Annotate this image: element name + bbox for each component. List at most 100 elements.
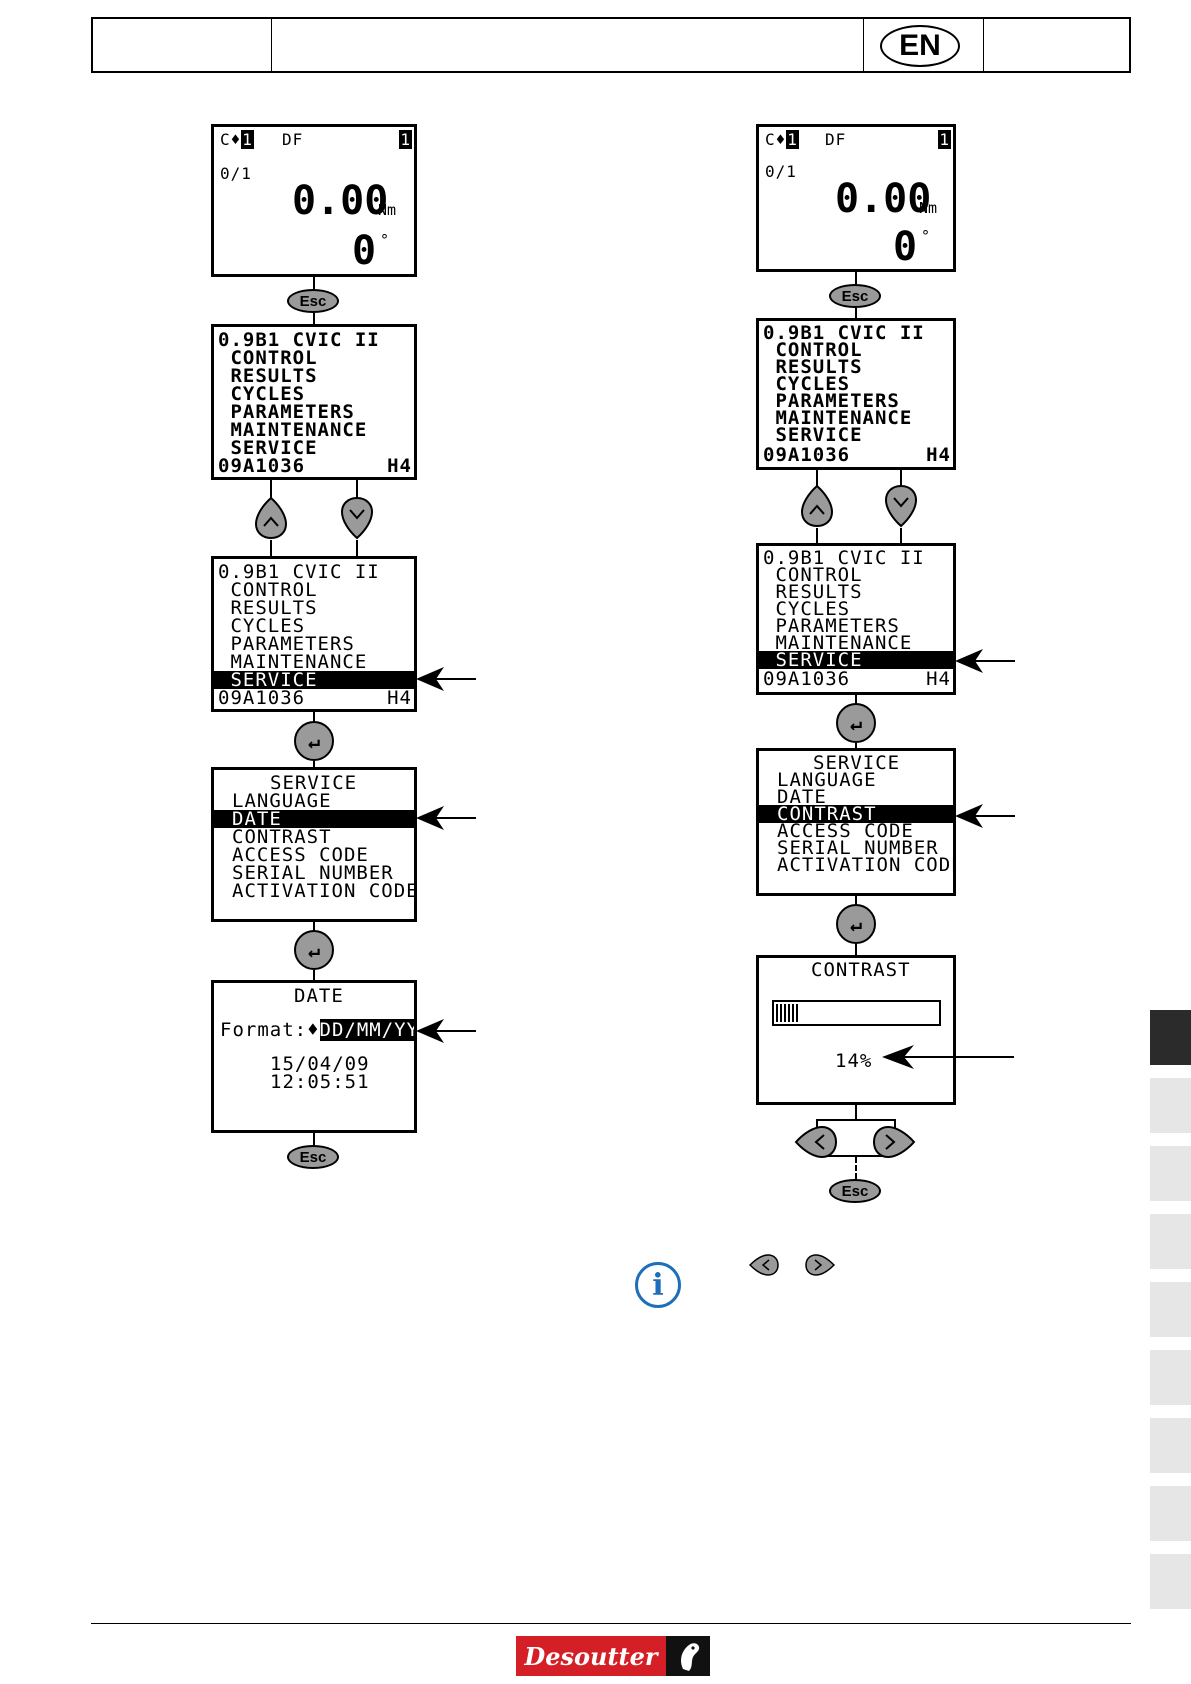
side-tab[interactable]: [1150, 1282, 1191, 1337]
connector: [816, 528, 818, 543]
footer-divider: [91, 1623, 1131, 1624]
menu-item-service: SERVICE: [218, 437, 318, 459]
count-label: 0/1: [220, 164, 252, 183]
angle-unit: °: [380, 231, 390, 249]
connector: [313, 313, 315, 324]
menu-item-service-highlighted[interactable]: SERVICE: [214, 671, 414, 690]
menu-item-maintenance: MAINTENANCE: [218, 651, 368, 673]
side-tab[interactable]: [1150, 1214, 1191, 1269]
service-item-contrast: CONTRAST: [232, 826, 332, 848]
menu-item-service-highlighted[interactable]: SERVICE: [759, 651, 953, 670]
menu-item-cycles: CYCLES: [218, 615, 306, 637]
enter-key[interactable]: ↵: [836, 703, 876, 743]
menu-item-parameters: PARAMETERS: [763, 390, 900, 412]
connector: [816, 1119, 894, 1121]
menu-item-parameters: PARAMETERS: [218, 633, 355, 655]
menu-item-cycles: CYCLES: [763, 598, 851, 620]
down-arrow-key[interactable]: [884, 484, 918, 528]
menu-item-control: CONTROL: [218, 579, 318, 601]
service-menu-title: SERVICE: [813, 752, 901, 774]
service-item-language: LANGUAGE: [232, 790, 332, 812]
brand-logo: Desoutter: [516, 1636, 710, 1676]
serial-id: 09A1036: [218, 455, 306, 477]
menu-item-parameters: PARAMETERS: [218, 401, 355, 423]
version-code: H4: [387, 687, 412, 709]
menu-item-maintenance: MAINTENANCE: [763, 407, 913, 429]
top-right-number: 1: [938, 130, 951, 149]
pointer-arrow-icon: [416, 806, 476, 830]
pointer-arrow-icon: [416, 1019, 476, 1043]
connector: [313, 712, 315, 722]
down-arrow-key[interactable]: [340, 496, 374, 540]
brand-name: Desoutter: [516, 1636, 666, 1676]
service-item-serial-number: SERIAL NUMBER: [232, 862, 394, 884]
format-value[interactable]: DD/MM/YY: [319, 1019, 414, 1041]
menu-item-control: CONTROL: [763, 339, 863, 361]
format-label: Format:: [220, 1019, 308, 1041]
esc-key[interactable]: Esc: [287, 289, 339, 313]
angle-unit: °: [921, 227, 931, 245]
channel-label: C: [220, 130, 231, 149]
version-code: H4: [387, 455, 412, 477]
angle-value: 0: [893, 224, 918, 270]
pointer-arrow-icon: [882, 1045, 1014, 1069]
info-icon: i: [635, 1262, 681, 1308]
right-arrow-key-icon: [805, 1254, 836, 1276]
connector: [855, 695, 857, 704]
menu-item-control: CONTROL: [763, 564, 863, 586]
contrast-value: 14%: [835, 1050, 873, 1072]
torque-value: 0.00: [292, 178, 389, 224]
date-value: 15/04/09: [270, 1053, 370, 1075]
menu-title: 0.9B1 CVIC II: [218, 329, 380, 351]
header-divider: [271, 19, 272, 71]
menu-title: 0.9B1 CVIC II: [763, 322, 925, 344]
up-arrow-key[interactable]: [254, 496, 288, 540]
up-arrow-key[interactable]: [800, 484, 834, 528]
side-tab[interactable]: [1150, 1350, 1191, 1405]
connector: [855, 272, 857, 284]
menu-item-results: RESULTS: [218, 597, 318, 619]
side-tab[interactable]: [1150, 1418, 1191, 1473]
service-item-access-code: ACCESS CODE: [777, 820, 914, 842]
left-arrow-key[interactable]: [794, 1125, 838, 1159]
side-tab-active[interactable]: [1150, 1010, 1191, 1065]
time-value: 12:05:51: [270, 1071, 370, 1093]
enter-key[interactable]: ↵: [836, 904, 876, 944]
menu-item-service: SERVICE: [763, 424, 863, 446]
connector: [313, 922, 315, 931]
side-tab[interactable]: [1150, 1486, 1191, 1541]
mode-label: DF: [825, 130, 847, 149]
esc-key[interactable]: Esc: [829, 284, 881, 308]
menu-item-results: RESULTS: [763, 581, 863, 603]
enter-key[interactable]: ↵: [294, 721, 334, 761]
connector: [816, 470, 818, 490]
lcd-contrast-screen: CONTRAST 14%: [756, 955, 956, 1105]
version-code: H4: [926, 444, 951, 466]
esc-key[interactable]: Esc: [829, 1179, 881, 1203]
service-item-date-highlighted[interactable]: DATE: [214, 810, 414, 829]
header-divider: [863, 19, 864, 71]
right-arrow-key[interactable]: [872, 1125, 916, 1159]
service-item-access-code: ACCESS CODE: [232, 844, 369, 866]
enter-key[interactable]: ↵: [294, 930, 334, 970]
top-right-number: 1: [399, 130, 412, 149]
serial-id: 09A1036: [763, 444, 851, 466]
torque-unit: Nm: [919, 199, 938, 217]
contrast-bar-fill: [776, 1004, 799, 1022]
menu-item-control: CONTROL: [218, 347, 318, 369]
channel-label: C: [765, 130, 776, 149]
connector: [855, 1157, 857, 1179]
connector: [855, 896, 857, 904]
service-item-contrast-highlighted[interactable]: CONTRAST: [759, 805, 953, 824]
cycle-number: 1: [786, 130, 799, 149]
side-tab[interactable]: [1150, 1078, 1191, 1133]
pointer-arrow-icon: [416, 667, 476, 691]
pointer-arrow-icon: [955, 649, 1015, 673]
side-tab[interactable]: [1150, 1554, 1191, 1609]
menu-item-cycles: CYCLES: [218, 383, 306, 405]
lcd-home-screen: C♦1 DF 1 0/1 0.00 Nm 0 °: [756, 124, 956, 272]
side-tab[interactable]: [1150, 1146, 1191, 1201]
esc-key[interactable]: Esc: [287, 1145, 339, 1169]
connector: [270, 540, 272, 556]
pointer-arrow-icon: [955, 804, 1015, 828]
